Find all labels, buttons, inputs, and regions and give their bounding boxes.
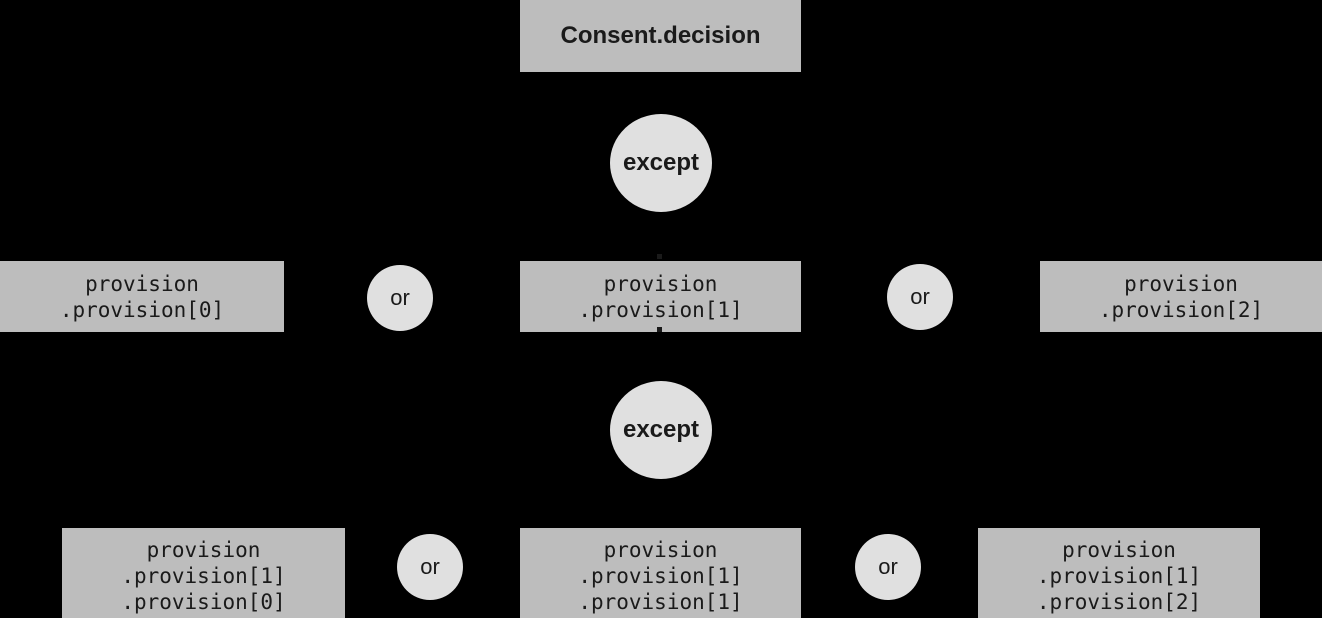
- or-connector-level1-right: or: [887, 264, 953, 330]
- or-connector-level1-left: or: [367, 265, 433, 331]
- or-connector-level2-right: or: [855, 534, 921, 600]
- root-node-consent-decision: Consent.decision: [520, 0, 801, 72]
- provision-node-1: provision .provision[1]: [520, 261, 801, 332]
- provision-node-1-2: provision .provision[1] .provision[2]: [978, 528, 1260, 618]
- except-operator-level2: except: [610, 381, 712, 479]
- provision-node-1-1: provision .provision[1] .provision[1]: [520, 528, 801, 618]
- provision-node-0: provision .provision[0]: [0, 261, 284, 332]
- provision-node-1-0: provision .provision[1] .provision[0]: [62, 528, 345, 618]
- provision-node-2: provision .provision[2]: [1040, 261, 1322, 332]
- except-operator-level1: except: [610, 114, 712, 212]
- or-connector-level2-left: or: [397, 534, 463, 600]
- connector-tip-dot-bottom: [657, 327, 662, 332]
- connector-tip-dot-top: [657, 254, 662, 259]
